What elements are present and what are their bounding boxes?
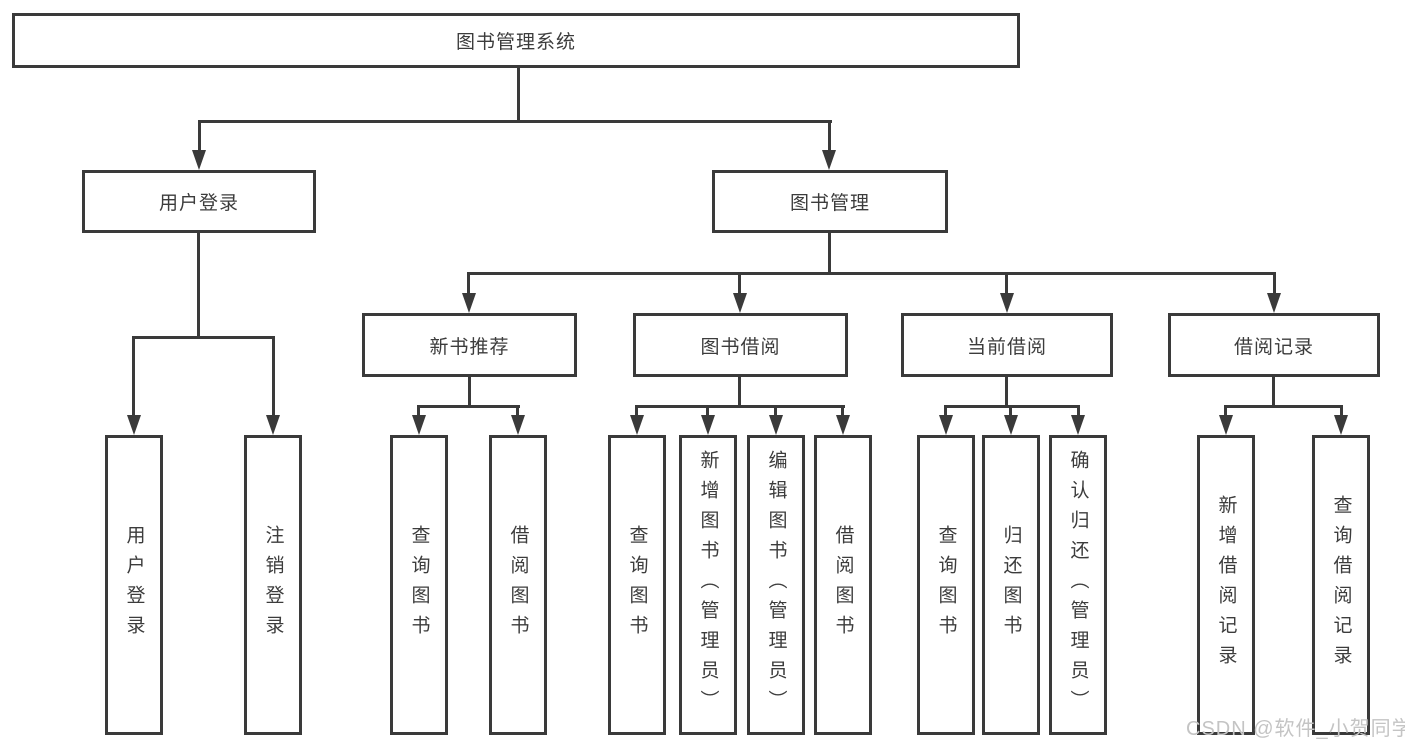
node-label: 查询图书	[935, 525, 957, 645]
arrowhead	[1000, 293, 1014, 313]
arrowhead	[769, 415, 783, 435]
connector-line	[198, 120, 832, 123]
node-label: 用户登录	[158, 193, 239, 214]
arrowhead	[1071, 415, 1085, 435]
connector-line	[1224, 405, 1227, 417]
arrowhead	[192, 150, 206, 170]
connector-line	[1009, 405, 1012, 417]
arrowhead	[1004, 415, 1018, 435]
arrowhead	[1219, 415, 1233, 435]
connector-line	[706, 405, 709, 417]
node-label: 借阅图书	[832, 525, 854, 645]
arrowhead	[836, 415, 850, 435]
connector-line	[635, 405, 845, 408]
node-label: 图书管理	[789, 193, 870, 214]
node-label: 注销登录	[262, 525, 284, 645]
node-label: 查询借阅记录	[1330, 495, 1352, 675]
connector-line	[738, 377, 741, 405]
node-label: 新增借阅记录	[1215, 495, 1237, 675]
connector-line	[468, 377, 471, 405]
node-user-login: 用户登录	[82, 170, 316, 233]
leaf-borrow-books: 借阅图书	[814, 435, 872, 735]
connector-line	[828, 233, 831, 272]
connector-line	[1340, 405, 1343, 417]
leaf-edit-book-admin: 编辑图书（管理员）	[747, 435, 805, 735]
leaf-add-borrow-record: 新增借阅记录	[1197, 435, 1255, 735]
node-borrowing-records: 借阅记录	[1168, 313, 1380, 377]
connector-line	[1077, 405, 1080, 417]
connector-line	[841, 405, 844, 417]
node-book-borrowing: 图书借阅	[633, 313, 848, 377]
connector-line	[635, 405, 638, 417]
leaf-recommend-borrow-books: 借阅图书	[489, 435, 547, 735]
connector-line	[467, 272, 1276, 275]
arrowhead	[462, 293, 476, 313]
connector-line	[738, 272, 741, 293]
connector-line	[132, 336, 275, 339]
connector-line	[272, 336, 275, 415]
node-new-book-recommendation: 新书推荐	[362, 313, 577, 377]
connector-line	[774, 405, 777, 417]
connector-line	[198, 120, 201, 152]
connector-line	[1273, 272, 1276, 293]
node-label: 查询图书	[408, 525, 430, 645]
arrowhead	[1267, 293, 1281, 313]
leaf-recommend-query-books: 查询图书	[390, 435, 448, 735]
leaf-user-login: 用户登录	[105, 435, 163, 735]
arrowhead	[511, 415, 525, 435]
connector-line	[944, 405, 1080, 408]
leaf-return-books: 归还图书	[982, 435, 1040, 735]
arrowhead	[630, 415, 644, 435]
leaf-confirm-return-admin: 确认归还（管理员）	[1049, 435, 1107, 735]
connector-line	[517, 68, 520, 120]
connector-line	[516, 405, 519, 417]
node-label: 图书管理系统	[455, 32, 576, 53]
connector-line	[467, 272, 470, 293]
arrowhead	[127, 415, 141, 435]
arrowhead	[822, 150, 836, 170]
connector-line	[417, 405, 520, 408]
node-label: 当前借阅	[966, 336, 1047, 358]
node-label: 归还图书	[1000, 525, 1022, 645]
arrowhead	[939, 415, 953, 435]
connector-line	[1224, 405, 1343, 408]
leaf-borrow-query-books: 查询图书	[608, 435, 666, 735]
node-current-borrowing: 当前借阅	[901, 313, 1113, 377]
connector-line	[417, 405, 420, 417]
node-label: 查询图书	[626, 525, 648, 645]
node-label: 借阅记录	[1233, 336, 1314, 358]
connector-line	[132, 336, 135, 415]
arrowhead	[412, 415, 426, 435]
connector-line	[828, 120, 831, 152]
node-label: 借阅图书	[507, 525, 529, 645]
connector-line	[944, 405, 947, 417]
leaf-add-book-admin: 新增图书（管理员）	[679, 435, 737, 735]
connector-line	[197, 233, 200, 336]
connector-line	[1005, 272, 1008, 293]
connector-line	[1005, 377, 1008, 405]
leaf-current-query-books: 查询图书	[917, 435, 975, 735]
node-label: 编辑图书（管理员）	[765, 450, 787, 720]
node-label: 确认归还（管理员）	[1067, 450, 1089, 720]
node-label: 新增图书（管理员）	[697, 450, 719, 720]
arrowhead	[266, 415, 280, 435]
leaf-query-borrow-record: 查询借阅记录	[1312, 435, 1370, 735]
node-label: 用户登录	[123, 525, 145, 645]
connector-line	[1272, 377, 1275, 405]
node-label: 新书推荐	[429, 336, 510, 358]
node-book-management: 图书管理	[712, 170, 948, 233]
arrowhead	[701, 415, 715, 435]
arrowhead	[1334, 415, 1348, 435]
csdn-watermark: CSDN @软件_小贺同学	[1186, 718, 1405, 740]
leaf-logout: 注销登录	[244, 435, 302, 735]
node-label: 图书借阅	[700, 336, 781, 358]
node-library-management-system: 图书管理系统	[12, 13, 1020, 68]
arrowhead	[733, 293, 747, 313]
